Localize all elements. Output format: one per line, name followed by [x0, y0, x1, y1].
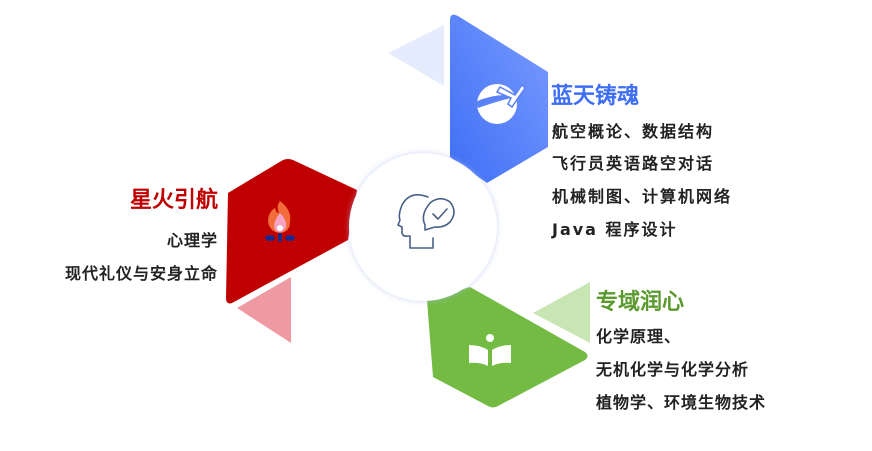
course-line: 飞行员英语路空对话 [552, 154, 715, 173]
section-title-zhuanyu: 专域润心 [596, 290, 685, 315]
section-title-xinghuo: 星火引航 [129, 188, 218, 213]
course-line: 现代礼仪与安身立命 [64, 264, 218, 283]
book-reader-icon [469, 334, 511, 366]
section-title-lantian: 蓝天铸魂 [551, 84, 640, 109]
course-line: 植物学、环境生物技术 [596, 393, 767, 412]
course-line: 化学原理、 [596, 327, 682, 346]
course-line: 航空概论、数据结构 [552, 122, 715, 141]
green-accent-triangle [533, 282, 590, 343]
course-line: 心理学 [166, 231, 218, 250]
red-accent-triangle [237, 277, 291, 343]
head-check-icon [397, 194, 455, 249]
plane-globe-icon [475, 83, 526, 124]
course-line: Java 程序设计 [552, 220, 678, 239]
campfire-icon [265, 201, 295, 242]
course-line: 无机化学与化学分析 [596, 360, 750, 379]
red-hexagon [226, 159, 357, 304]
course-line: 机械制图、计算机网络 [552, 187, 733, 206]
center-circle [349, 153, 497, 301]
blue-accent-triangle [388, 25, 444, 86]
